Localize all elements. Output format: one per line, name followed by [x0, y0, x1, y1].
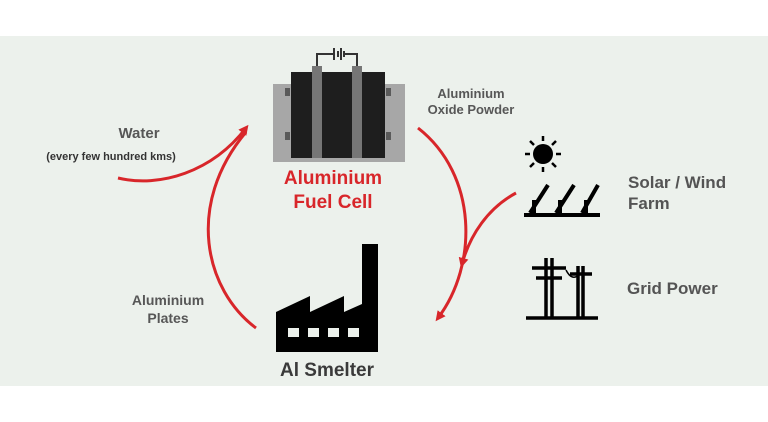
smelter-label: Al Smelter: [280, 360, 374, 381]
water-label: Water: [118, 125, 160, 142]
solar-wind-label: Solar / Wind Farm: [628, 173, 727, 214]
plates-arrow: [206, 131, 257, 330]
water-arrow: [117, 124, 249, 183]
factory-icon: [276, 244, 378, 352]
sun-icon: [525, 136, 561, 172]
fuel-cell-icon: [273, 66, 405, 162]
water-sublabel: (every few hundred kms): [46, 151, 176, 163]
grid-power-label: Grid Power: [627, 279, 718, 298]
solar-panels-icon: [524, 183, 600, 217]
oxide-arrow: [417, 126, 468, 322]
plates-label: Aluminium Plates: [131, 292, 205, 326]
solar-arrow: [458, 191, 517, 268]
power-pylon-icon: [526, 258, 598, 320]
oxide-powder-label: Aluminium Oxide Powder: [427, 86, 515, 118]
battery-symbol-icon: [316, 48, 358, 66]
fuel-cell-label: Aluminium Fuel Cell: [283, 168, 383, 213]
